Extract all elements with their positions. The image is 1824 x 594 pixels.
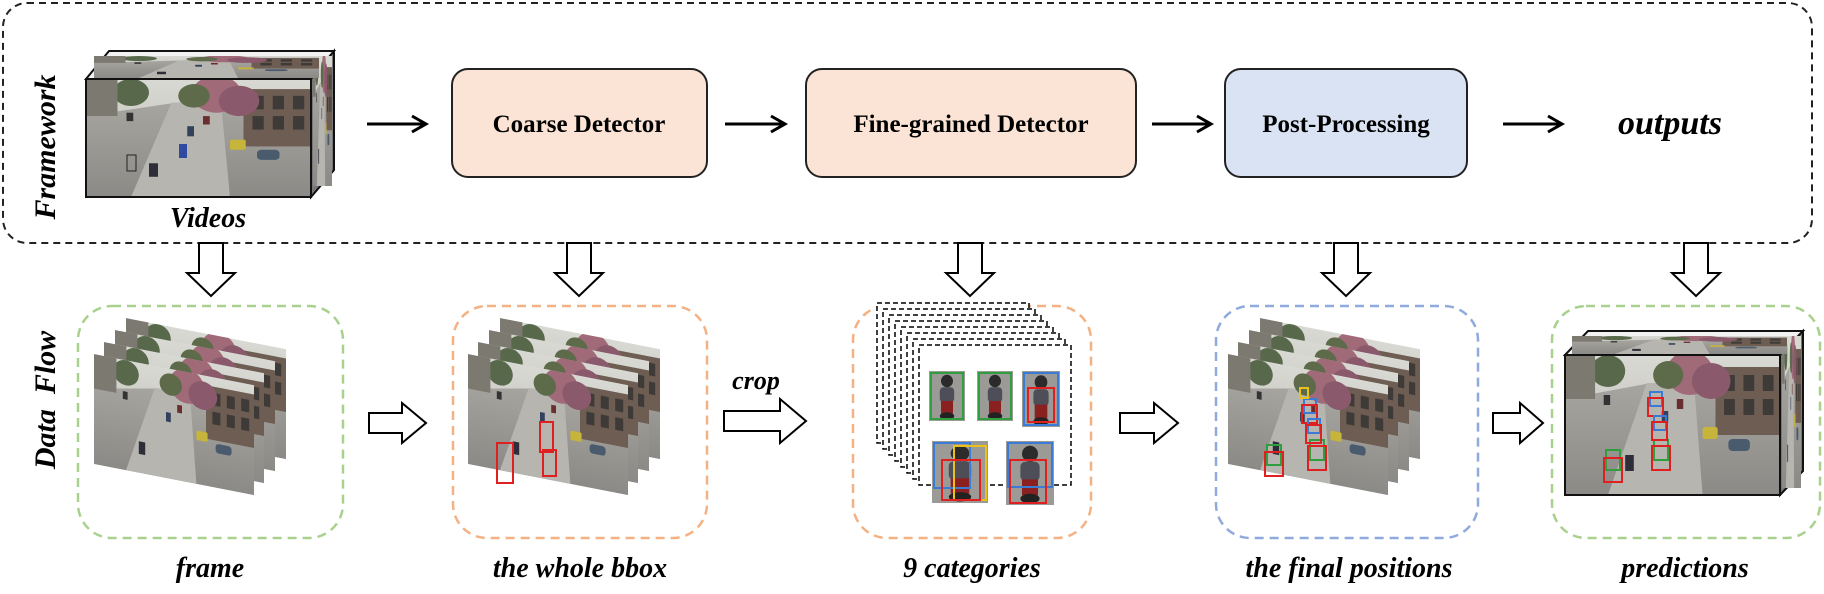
coarse-detector-label: Coarse Detector [493,111,666,138]
framework-arrows [367,114,1566,134]
down-arrow-bbox [552,242,606,298]
predictions-volume [1562,328,1806,498]
frame-caption: frame [176,553,244,584]
categories-caption: 9 categories [903,553,1041,584]
videos-label: Videos [170,203,246,234]
coarse-bbox [539,421,554,453]
down-arrow-frame [184,242,238,298]
predictions-panel [1550,304,1822,540]
arrow-bbox-to-categories [723,396,808,446]
data-flow-arrows [368,396,1545,446]
arrow-fine-to-post [1152,114,1215,134]
arrow-post-to-outputs [1503,114,1566,134]
frame-panel [76,304,345,540]
fine-grained-detector-label: Fine-grained Detector [853,111,1088,138]
categories-panel [851,304,1093,540]
whole-bbox-panel [451,304,709,540]
data-flow-side-label: Data Flow [29,330,62,470]
whole-bbox-caption: the whole bbox [493,553,667,584]
coarse-bbox [496,442,514,484]
coarse-detector-box: Coarse Detector [451,68,708,178]
down-arrow-predictions [1669,242,1723,298]
framework-side-label: Framework [29,74,62,220]
framework-container [2,2,1813,244]
videos-volume [83,48,337,200]
final-positions-stack [1228,315,1420,495]
crop-label: crop [732,366,780,395]
post-processing-box: Post-Processing [1224,68,1468,178]
category-thumbnails [929,371,1060,505]
whole-bbox-stack [468,315,660,495]
final-positions-caption: the final positions [1246,553,1453,584]
down-arrows [184,242,1723,298]
arrow-categories-to-final [1119,400,1180,446]
predictions-caption: predictions [1619,553,1749,584]
down-arrow-categories [943,242,997,298]
arrow-coarse-to-fine [725,114,789,134]
arrow-final-to-predictions [1492,400,1545,446]
coarse-bbox [542,449,557,477]
post-processing-label: Post-Processing [1262,111,1430,138]
down-arrow-final [1319,242,1373,298]
final-positions-panel [1214,304,1480,540]
fine-grained-detector-box: Fine-grained Detector [805,68,1137,178]
arrow-videos-to-coarse [367,114,430,134]
outputs-label: outputs [1618,105,1722,142]
arrow-frame-to-bbox [368,400,428,446]
frame-stack [94,315,286,495]
